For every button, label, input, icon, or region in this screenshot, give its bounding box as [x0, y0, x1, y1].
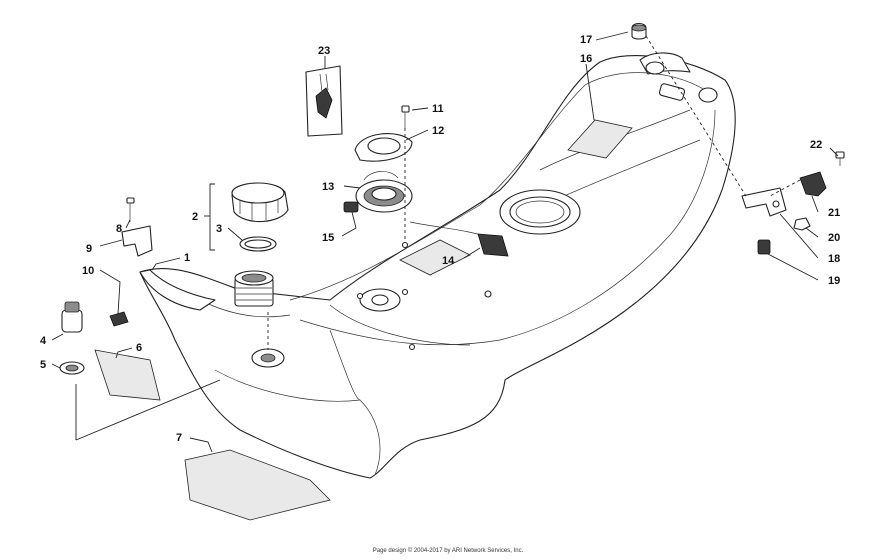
bracket-part-18 [741, 187, 787, 217]
copyright-footer: Page design © 2004-2017 by ARI Network S… [372, 548, 524, 554]
o-ring-inner [244, 239, 272, 249]
callout-10: 10 [82, 265, 94, 277]
callout-1: 1 [184, 252, 190, 264]
callout-18: 18 [828, 253, 840, 265]
screw-part-8 [126, 197, 135, 222]
callout-3: 3 [216, 223, 222, 235]
clip-part-10 [109, 311, 129, 327]
callout-17: 17 [580, 34, 592, 46]
callout-14: 14 [442, 255, 455, 267]
grommet-part-5 [59, 361, 85, 375]
callout-8: 8 [116, 223, 122, 235]
sender-part-4 [61, 301, 83, 333]
callout-20: 20 [828, 232, 840, 244]
callout-12: 12 [432, 125, 444, 137]
callout-15: 15 [322, 232, 334, 244]
bracket-part-9 [121, 225, 153, 257]
clip-part-19 [757, 239, 771, 255]
callout-9: 9 [86, 243, 92, 255]
shield-part-7 [184, 449, 331, 521]
fuel-pump-part-13 [355, 171, 413, 213]
shield-part-6 [94, 349, 161, 401]
callout-21: 21 [828, 207, 840, 219]
callout-5: 5 [40, 359, 46, 371]
callout-4: 4 [40, 335, 47, 347]
connector-part-14 [477, 233, 509, 257]
fuel-tank [139, 52, 736, 479]
callout-16: 16 [580, 53, 592, 65]
cap-part-17 [631, 22, 647, 40]
callout-11: 11 [432, 103, 444, 115]
harness-part-23 [305, 65, 343, 137]
gasket-part-12 [354, 133, 413, 162]
callout-22: 22 [810, 139, 822, 151]
callout-19: 19 [828, 275, 840, 287]
screw-part-11 [401, 105, 410, 128]
callout-labels: 1 2 3 4 5 6 7 8 9 10 11 12 13 14 15 16 1… [40, 34, 840, 444]
callout-13: 13 [322, 181, 334, 193]
callout-2: 2 [192, 211, 198, 223]
callout-6: 6 [136, 342, 142, 354]
leader-lines [51, 31, 839, 453]
clamp-part-21 [799, 171, 827, 197]
nut-part-20 [793, 217, 811, 231]
fuel-cap [231, 182, 289, 223]
callout-7: 7 [176, 432, 182, 444]
screw-part-22 [835, 151, 845, 166]
callout-23: 23 [318, 45, 330, 57]
